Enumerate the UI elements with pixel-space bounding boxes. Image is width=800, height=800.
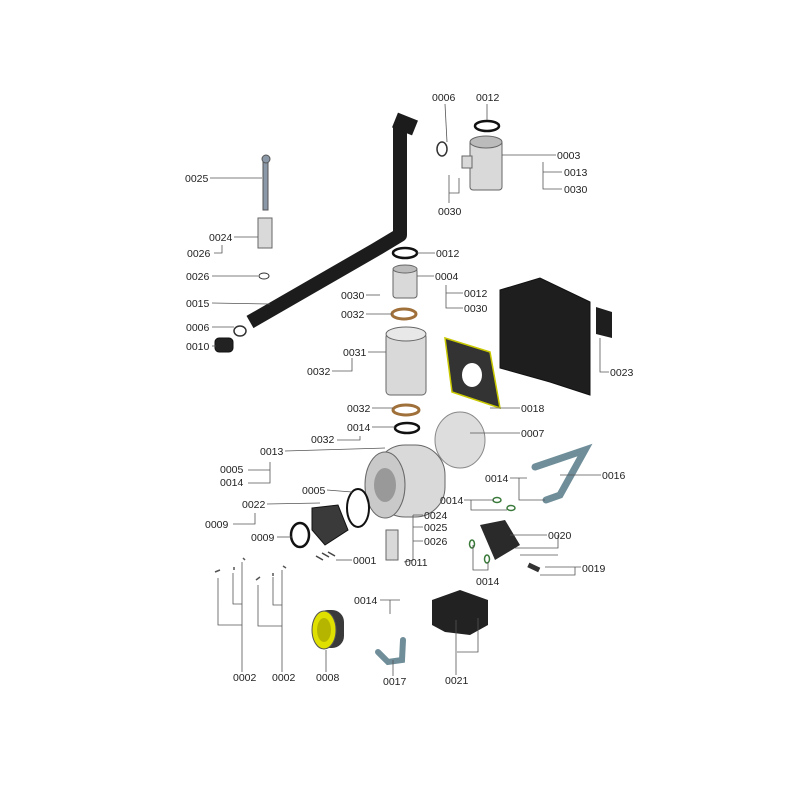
callout-label: 0016 [602,470,626,482]
callout-label: 0014 [347,422,371,434]
callout-label: 0014 [440,495,464,507]
sensor-0011 [385,529,399,561]
callout-label: 0001 [353,555,377,567]
heat-exchanger-0013 [364,444,446,519]
callout-label: 0019 [582,563,606,575]
ring-0032-a [390,307,418,321]
adapter-0004 [392,264,418,299]
callout-label: 0024 [424,510,448,522]
callout-label: 0012 [476,92,500,104]
cover-plate-0007 [434,411,486,469]
callout-label: 0026 [187,248,211,260]
callout-label: 0006 [186,322,210,334]
callout-label: 0025 [185,173,209,185]
callout-label: 0015 [186,298,210,310]
silencer-0031 [385,326,427,396]
flue-adapter-0003 [461,135,503,191]
flue-pipe-0015 [246,112,418,329]
callout-label: 0020 [548,530,572,542]
callout-label: 0010 [186,341,210,353]
callout-label: 0008 [316,672,340,684]
callout-label: 0024 [209,232,233,244]
callout-label: 0023 [610,367,634,379]
callout-label: 0005 [220,464,244,476]
callout-label: 0021 [445,675,469,687]
pump-housing-0021 [432,590,488,635]
callout-label: 0014 [354,595,378,607]
clamp-0006 [233,325,247,337]
callout-label: 0030 [464,303,488,315]
insulation-hole [462,363,482,387]
callout-label: 0002 [233,672,257,684]
manifold-0020 [480,520,520,560]
ring-0032-b [391,403,421,417]
leader-lines [210,103,609,676]
pipe-0016 [531,443,593,504]
callout-label: 0013 [260,446,284,458]
callout-label: 0017 [383,676,407,688]
callout-label: 0030 [438,206,462,218]
oring-0012 [391,246,419,260]
callout-label: 0032 [307,366,331,378]
callout-label: 0003 [557,150,581,162]
callout-label: 0012 [436,248,460,260]
callout-label: 0004 [435,271,459,283]
clamp-0006-top [436,141,448,157]
callout-label: 0007 [521,428,545,440]
oring-0009 [289,521,311,549]
callout-label: 0032 [347,403,371,415]
pipe-0017 [375,637,406,666]
callout-label: 0022 [242,499,266,511]
callout-label: 0026 [186,271,210,283]
callout-label: 0025 [424,522,448,534]
callout-label: 0006 [432,92,456,104]
callout-label: 0014 [485,473,509,485]
callout-label: 0032 [311,434,335,446]
callout-label: 0009 [205,519,229,531]
callout-label: 0014 [220,477,244,489]
sensor-probe-0025 [261,154,271,211]
callout-label: 0032 [341,309,365,321]
oring-0012-top [473,119,501,133]
callout-label: 0002 [272,672,296,684]
callout-label: 0030 [564,184,588,196]
pins-0002 [214,557,287,581]
ring-0014 [393,421,421,435]
callout-label: 0013 [564,167,588,179]
callout-label: 0009 [251,532,275,544]
orings-0014-green [468,496,516,564]
gasket-0005 [346,488,370,528]
plug-0019 [527,562,541,573]
callout-label: 0018 [521,403,545,415]
callout-label: 0031 [343,347,367,359]
screws-0001 [315,551,336,561]
callout-label: 0011 [405,557,428,569]
callout-label: 0014 [476,576,500,588]
casing-0023 [499,277,612,396]
connector-0010 [214,337,234,353]
seal-0026 [258,272,270,280]
callout-label: 0026 [424,536,448,548]
liner-0008 [311,610,344,650]
callout-label: 0030 [341,290,365,302]
callout-label: 0005 [302,485,326,497]
burner-flange-0022 [311,504,349,546]
callout-label: 0012 [464,288,488,300]
sensor-housing-0024 [257,217,273,249]
part-callouts: 0006 0012 0003 0013 0030 0030 0025 0024 … [185,92,634,688]
